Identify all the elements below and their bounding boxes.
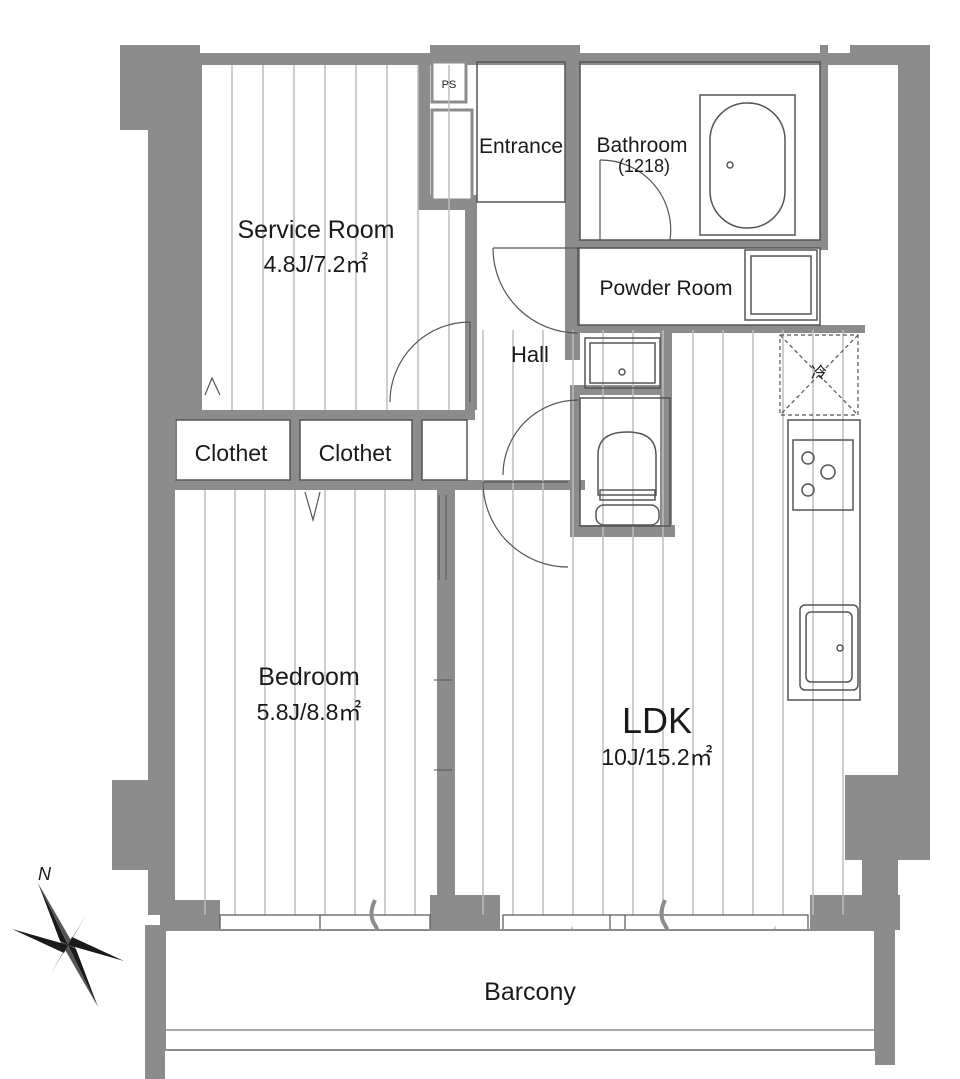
service-room-area: 4.8J/7.2㎡ — [264, 251, 369, 277]
fridge-space — [779, 334, 859, 416]
compass-rose-icon — [12, 883, 124, 1007]
bathtub — [699, 94, 796, 236]
ldk-name: LDK — [622, 700, 692, 741]
outer-walls — [112, 45, 930, 1079]
powder-room-label: Powder Room — [599, 277, 732, 300]
fridge-label: 冷 — [811, 364, 827, 382]
hall-label: Hall — [511, 342, 549, 367]
washer-pan — [744, 249, 818, 321]
balcony-label: Barcony — [484, 978, 576, 1006]
vanity-sink — [584, 337, 661, 389]
room-outlines — [175, 61, 821, 481]
floorboards-service — [231, 65, 450, 410]
balcony — [164, 929, 876, 1051]
ldk-area: 10J/15.2㎡ — [601, 744, 712, 770]
compass-north-label: N — [38, 864, 52, 884]
closet-left-label: Clothet — [195, 440, 268, 466]
bedroom-area: 5.8J/8.8㎡ — [257, 699, 362, 725]
floorboards-ldk — [482, 330, 844, 915]
top-wall-gaps — [200, 45, 850, 53]
closet-right-label: Clothet — [319, 440, 392, 466]
door-swings — [204, 159, 672, 568]
service-room-name: Service Room — [238, 216, 395, 244]
floorboards-bedroom — [204, 490, 416, 915]
toilet — [579, 397, 671, 527]
bathroom-label: Bathroom — [596, 134, 687, 157]
bathroom-size-label: (1218) — [618, 156, 670, 176]
windows — [219, 914, 809, 931]
bedroom-name: Bedroom — [258, 663, 359, 691]
entrance-label: Entrance — [479, 135, 563, 158]
interior-walls — [175, 45, 865, 900]
pipe-space-label: PS — [442, 79, 457, 91]
sliding-door — [434, 495, 452, 771]
kitchen-sink — [799, 604, 859, 691]
stove — [787, 419, 861, 701]
